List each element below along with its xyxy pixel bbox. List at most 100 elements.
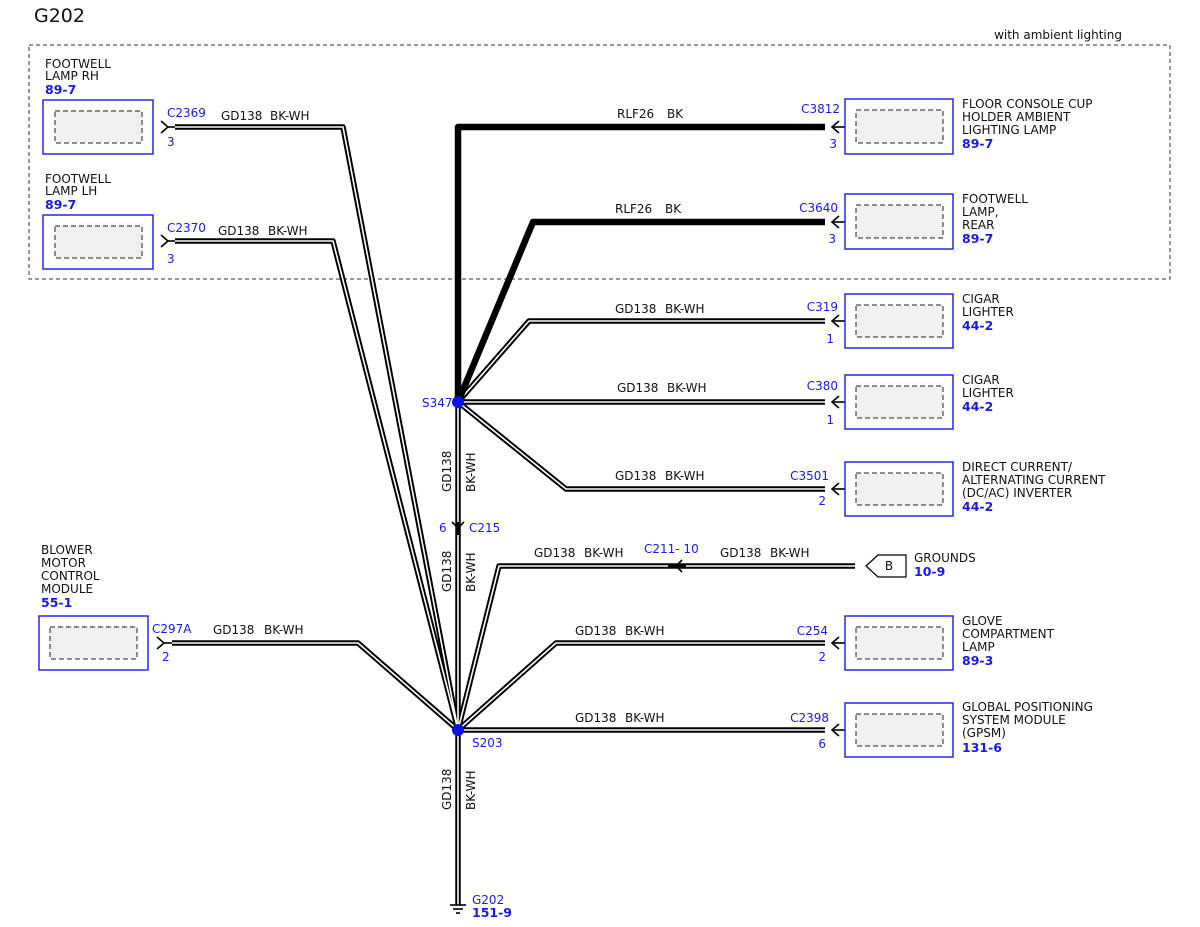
connector-id: C319: [807, 300, 838, 314]
wire-footwell-lh: [175, 238, 461, 731]
c211-label: C211- 10: [644, 542, 699, 556]
component-name-text: FOOTWELL: [45, 172, 111, 186]
splice-s347: [452, 396, 464, 408]
wire-label-color: BK-WH: [667, 381, 707, 395]
component-name-text: FLOOR CONSOLE CUP: [962, 97, 1093, 111]
wire-label-color: BK-WH: [770, 546, 810, 560]
component-name-text: GLOBAL POSITIONING: [962, 700, 1093, 714]
c215-pin: 6: [439, 521, 447, 535]
component-footwell-lh: FOOTWELL LAMP LH 89-7 C2370 3: [45, 172, 206, 266]
splice-s203: [452, 724, 464, 736]
splice-s347-label: S347: [422, 396, 453, 410]
pin-number: 3: [828, 232, 836, 246]
ref-link[interactable]: 44-2: [962, 499, 993, 514]
pin-number: 2: [162, 650, 170, 664]
wire-blower: [172, 640, 460, 733]
ref-link[interactable]: 55-1: [41, 595, 72, 610]
ref-link[interactable]: 10-9: [914, 564, 945, 579]
wire-labels: GD138 BK-WH GD138 BK-WH RLF26 BK RLF26 B…: [213, 107, 810, 810]
wire-label-color: BK-WH: [264, 623, 304, 637]
component-inverter: DIRECT CURRENT/ ALTERNATING CURRENT (DC/…: [790, 460, 1106, 514]
wire-label-gd: GD138: [615, 469, 656, 483]
component-name-text: LIGHTING LAMP: [962, 123, 1056, 137]
component-name-text: COMPARTMENT: [962, 627, 1055, 641]
connector-id: C2369: [167, 106, 206, 120]
component-name-text: LAMP,: [962, 205, 999, 219]
wire-label-rlf: RLF26: [615, 202, 652, 216]
pin-number: 2: [818, 494, 826, 508]
wire-label-gd: GD138: [440, 769, 454, 810]
wire-label-color: BK-WH: [464, 770, 478, 810]
component-name-text: GLOVE: [962, 614, 1003, 628]
component-name-text: BLOWER: [41, 543, 93, 557]
component-name-text: FOOTWELL: [45, 57, 111, 71]
wire-label-color: BK-WH: [268, 224, 308, 238]
ref-link[interactable]: 89-7: [45, 82, 76, 97]
diagram-title: G202: [34, 5, 85, 27]
pin-number: 6: [818, 737, 826, 751]
component-name-text: REAR: [962, 218, 994, 232]
splice-s203-label: S203: [472, 736, 503, 750]
component-name-text: DIRECT CURRENT/: [962, 460, 1073, 474]
pin-number: 3: [829, 137, 837, 151]
component-name-text: HOLDER AMBIENT: [962, 110, 1071, 124]
wire-harness: [172, 123, 855, 905]
component-blower: BLOWER MOTOR CONTROL MODULE 55-1 C297A 2: [41, 543, 192, 664]
connector-id: C2370: [167, 221, 206, 235]
wire-label-gd: GD138: [615, 302, 656, 316]
component-gpsm: GLOBAL POSITIONING SYSTEM MODULE (GPSM) …: [790, 700, 1093, 755]
ambient-lighting-note: with ambient lighting: [994, 28, 1122, 42]
ground-label: G202: [472, 893, 504, 907]
wire-floor-console: [454, 123, 825, 402]
wire-label-gd: GD138: [213, 623, 254, 637]
c215-label: C215: [469, 521, 500, 535]
connector-id: C297A: [152, 622, 192, 636]
wire-label-color: BK: [667, 107, 684, 121]
connector-marks: [156, 120, 846, 914]
grounds-tag-shape: [865, 554, 907, 578]
ref-link[interactable]: 131-6: [962, 740, 1002, 755]
ground-ref[interactable]: 151-9: [472, 905, 512, 920]
ref-link[interactable]: 89-7: [962, 136, 993, 151]
ref-link[interactable]: 44-2: [962, 399, 993, 414]
wire-label-color: BK-WH: [464, 552, 478, 592]
connector-id: C254: [797, 624, 828, 638]
ref-link[interactable]: 89-7: [45, 197, 76, 212]
pin-number: 2: [818, 650, 826, 664]
wire-label-gd: GD138: [218, 224, 259, 238]
pin-number: 3: [167, 135, 175, 149]
component-name-text: CIGAR: [962, 373, 1000, 387]
wire-label-color: BK-WH: [464, 452, 478, 492]
wire-label-gd: GD138: [221, 109, 262, 123]
wire-label-rlf: RLF26: [617, 107, 654, 121]
component-name-text: MOTOR: [41, 556, 86, 570]
ref-link[interactable]: 89-7: [962, 231, 993, 246]
wire-label-color: BK-WH: [625, 711, 665, 725]
pin-number: 1: [826, 413, 834, 427]
component-grounds: GROUNDS 10-9: [914, 551, 976, 579]
wire-label-gd: GD138: [575, 624, 616, 638]
component-name-text: LIGHTER: [962, 386, 1014, 400]
component-name-text: FOOTWELL: [962, 192, 1028, 206]
component-name-text: LAMP: [962, 640, 995, 654]
component-name-text: CONTROL: [41, 569, 100, 583]
component-name-text: GROUNDS: [914, 551, 976, 565]
wire-label-gd: GD138: [575, 711, 616, 725]
component-name-text: (DC/AC) INVERTER: [962, 486, 1072, 500]
ref-link[interactable]: 44-2: [962, 318, 993, 333]
component-boxes: [38, 98, 954, 758]
component-cigar-lighter-1: CIGAR LIGHTER 44-2 C319 1: [807, 292, 1014, 346]
wire-label-color: BK-WH: [625, 624, 665, 638]
wire-label-color: BK-WH: [665, 469, 705, 483]
wire-label-color: BK-WH: [584, 546, 624, 560]
pin-number: 1: [826, 332, 834, 346]
wire-label-color: BK: [665, 202, 682, 216]
wire-label-gd: GD138: [534, 546, 575, 560]
component-cigar-lighter-2: CIGAR LIGHTER 44-2 C380 1: [807, 373, 1014, 427]
connector-id: C380: [807, 379, 838, 393]
ref-link[interactable]: 89-3: [962, 653, 993, 668]
wire-label-gd: GD138: [720, 546, 761, 560]
component-glove: GLOVE COMPARTMENT LAMP 89-3 C254 2: [797, 614, 1055, 668]
component-name-text: MODULE: [41, 582, 93, 596]
